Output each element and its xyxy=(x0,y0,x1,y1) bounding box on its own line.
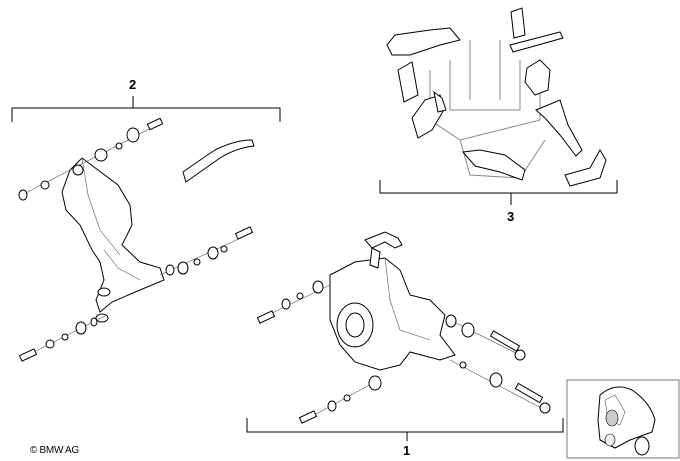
group-1-bracket xyxy=(246,418,564,441)
housing-part xyxy=(329,231,456,371)
copyright-text: © BMW AG xyxy=(30,445,79,456)
group-3-bracket xyxy=(379,180,618,205)
fastener-set-middle xyxy=(159,226,254,276)
group-2-bracket xyxy=(11,96,281,122)
scooter-thumbnail-icon xyxy=(566,379,680,459)
group-label-3: 3 xyxy=(507,209,515,224)
trim-panels xyxy=(386,7,607,187)
group-label-2: 2 xyxy=(129,77,137,92)
cover-part xyxy=(61,157,165,323)
fastener-set-housing xyxy=(256,280,526,361)
fastener-set-bottom xyxy=(18,315,106,362)
frame-outline xyxy=(429,40,546,179)
strap-part xyxy=(182,139,255,183)
fastener-set-lower xyxy=(298,359,551,424)
group-label-1: 1 xyxy=(403,443,411,458)
fastener-set-top xyxy=(18,117,164,201)
